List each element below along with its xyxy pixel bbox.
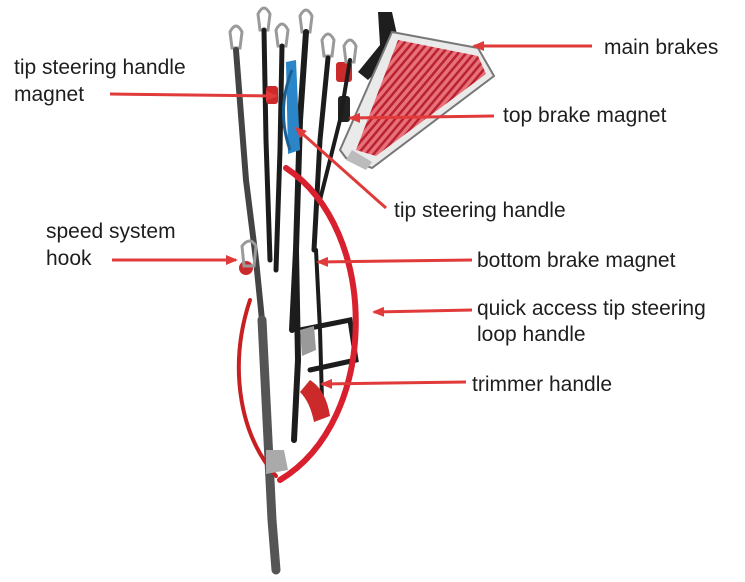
label-main-brakes: main brakes [604, 35, 718, 60]
label-quick-access-line1: quick access tip steering [477, 296, 706, 321]
arrow-bottom-brake-magnet [318, 260, 472, 262]
label-speed-system-hook-line2: hook [46, 246, 92, 271]
arrow-quick-access-loop [374, 310, 472, 312]
arrow-trimmer-handle [322, 382, 466, 384]
label-speed-system-hook-line1: speed system [46, 219, 176, 244]
arrow-top-brake-magnet [350, 116, 494, 118]
label-tip-steering-handle-magnet-line2: magnet [14, 82, 84, 107]
main-brake-handle [340, 12, 494, 170]
bottom-ring [266, 450, 288, 474]
arrow-tip-steering-handle-magnet [110, 94, 276, 96]
trimmer-handle [300, 326, 330, 422]
label-tip-steering-handle-magnet-line1: tip steering handle [14, 55, 186, 80]
label-trimmer-handle: trimmer handle [472, 372, 612, 397]
label-bottom-brake-magnet: bottom brake magnet [477, 248, 675, 273]
top-carabiners [230, 8, 356, 62]
label-tip-steering-handle: tip steering handle [394, 198, 566, 223]
label-quick-access-line2: loop handle [477, 322, 586, 347]
label-top-brake-magnet: top brake magnet [503, 103, 666, 128]
